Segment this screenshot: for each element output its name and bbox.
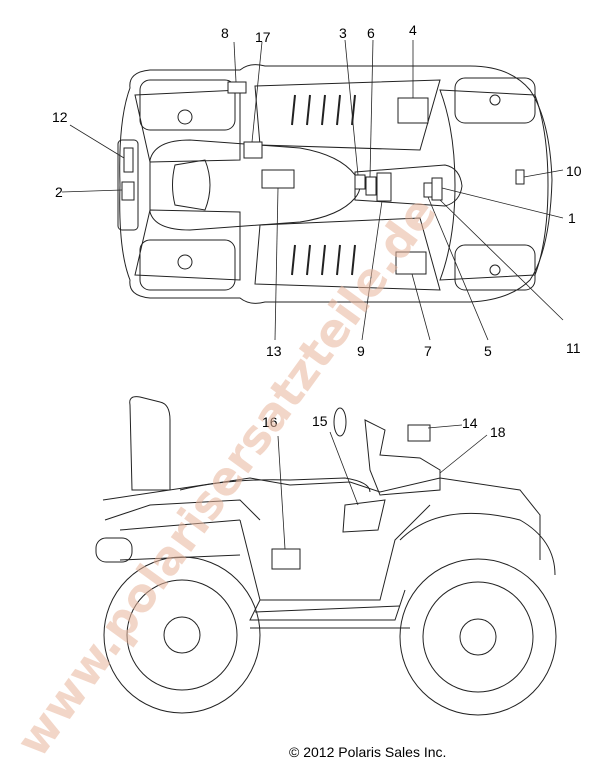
watermark: www.polarisersatzteile.de [5, 186, 447, 766]
callout-11: 11 [566, 340, 581, 356]
callout-8: 8 [221, 25, 229, 41]
callout-16: 16 [262, 414, 278, 430]
decal-3 [354, 174, 366, 190]
decal-13 [261, 169, 295, 189]
callout-15: 15 [312, 413, 328, 429]
callout-14: 14 [462, 415, 478, 431]
callout-1: 1 [568, 210, 576, 226]
callout-10: 10 [566, 163, 582, 179]
decal-markers-top [121, 81, 525, 275]
decal-1 [431, 177, 443, 201]
copyright-notice: © 2012 Polaris Sales Inc. [289, 744, 447, 760]
callout-4: 4 [409, 22, 417, 38]
leader-lines-top [61, 39, 564, 341]
decal-7 [395, 251, 427, 275]
callout-6: 6 [367, 25, 375, 41]
decal-2 [121, 181, 135, 201]
callout-5: 5 [484, 343, 492, 359]
callout-2: 2 [55, 184, 63, 200]
decal-4 [397, 97, 429, 124]
atv-side-view [95, 396, 557, 716]
decal-12 [123, 147, 134, 173]
decal-markers-side [271, 424, 431, 570]
callout-18: 18 [490, 424, 506, 440]
decal-17 [243, 141, 263, 159]
decal-15 [342, 499, 386, 533]
callout-13: 13 [266, 343, 282, 359]
atv-top-view [117, 64, 553, 304]
leader-lines-side [277, 424, 488, 550]
callout-3: 3 [339, 25, 347, 41]
callout-7: 7 [424, 343, 432, 359]
decal-9 [376, 172, 392, 202]
decal-14 [407, 424, 431, 442]
decal-8 [227, 81, 247, 94]
callout-12: 12 [52, 109, 68, 125]
callout-9: 9 [357, 343, 365, 359]
decal-10 [515, 169, 525, 185]
callout-17: 17 [255, 29, 271, 45]
decal-6 [365, 176, 377, 196]
decal-16 [271, 548, 301, 570]
